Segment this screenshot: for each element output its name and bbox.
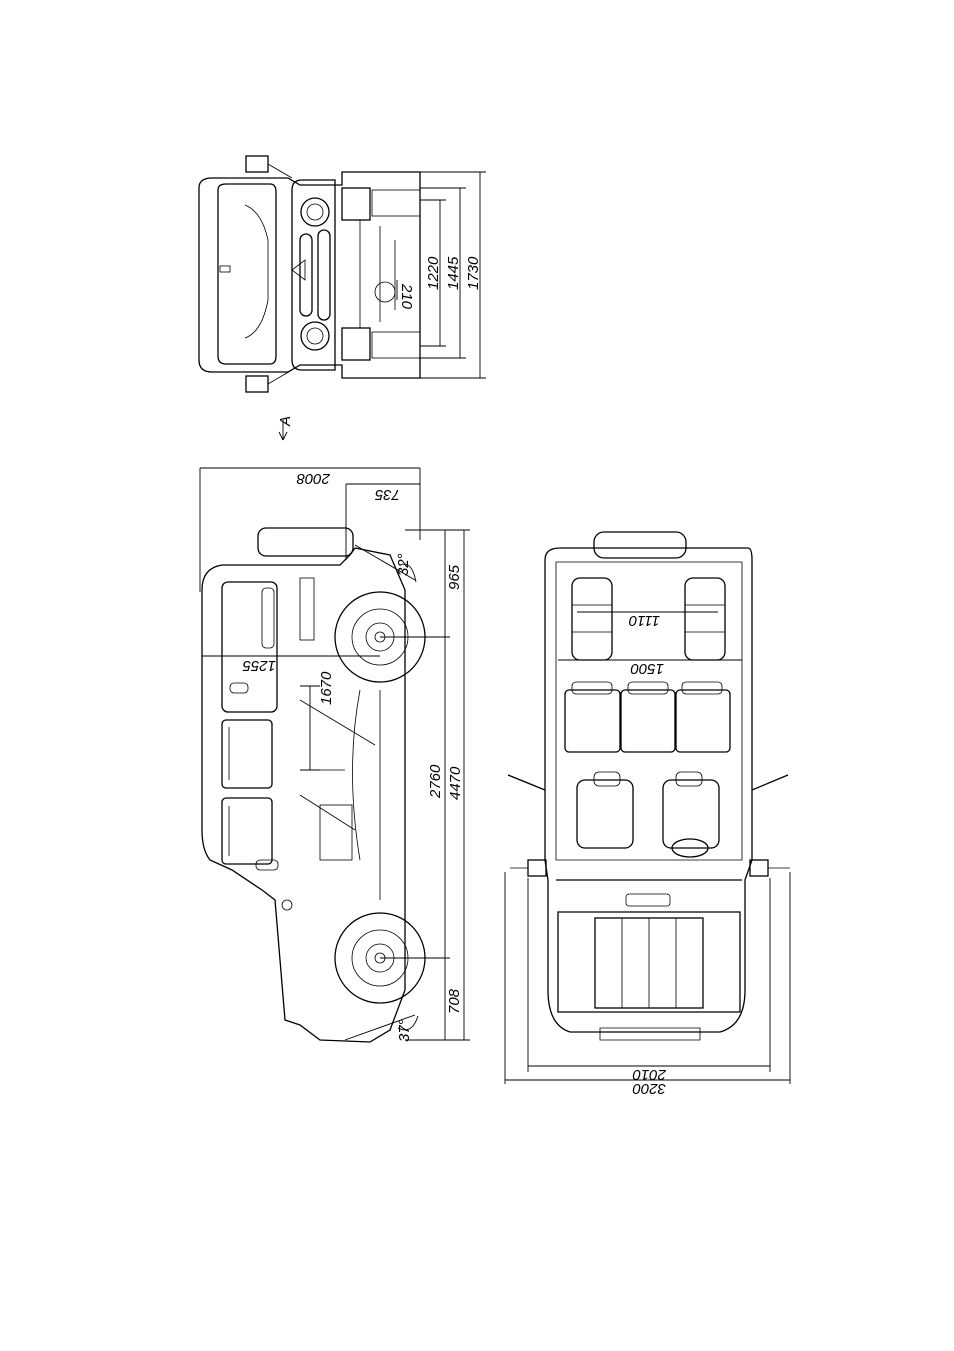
front-view <box>199 156 486 440</box>
view-marker-label: A <box>277 416 294 427</box>
dim-front-overhang-height: 735 <box>374 486 400 503</box>
dim-departure-angle: 37° <box>396 1019 413 1042</box>
dim-height: 2008 <box>296 470 331 487</box>
dim-width-with-mirrors: 3200 <box>632 1080 666 1097</box>
dim-length: 4470 <box>447 766 464 800</box>
dim-track: 1445 <box>445 256 462 290</box>
dim-door-opening-height: 1670 <box>318 671 335 705</box>
dim-rear-width: 1500 <box>630 660 664 677</box>
dim-width-total: 1730 <box>465 256 482 290</box>
dim-wheelbase: 2760 <box>427 764 444 799</box>
dim-ground-clearance: 210 <box>398 283 415 310</box>
dim-approach-angle: 32° <box>395 553 412 576</box>
dim-rear-overhang: 708 <box>446 988 463 1014</box>
dim-rear-seat-spacing: 1110 <box>628 612 660 629</box>
side-view <box>200 468 470 1042</box>
dim-inner-width: 1220 <box>425 256 442 290</box>
dim-rear-overhang-height: 1255 <box>242 657 276 674</box>
dim-front-overhang: 965 <box>446 564 463 590</box>
